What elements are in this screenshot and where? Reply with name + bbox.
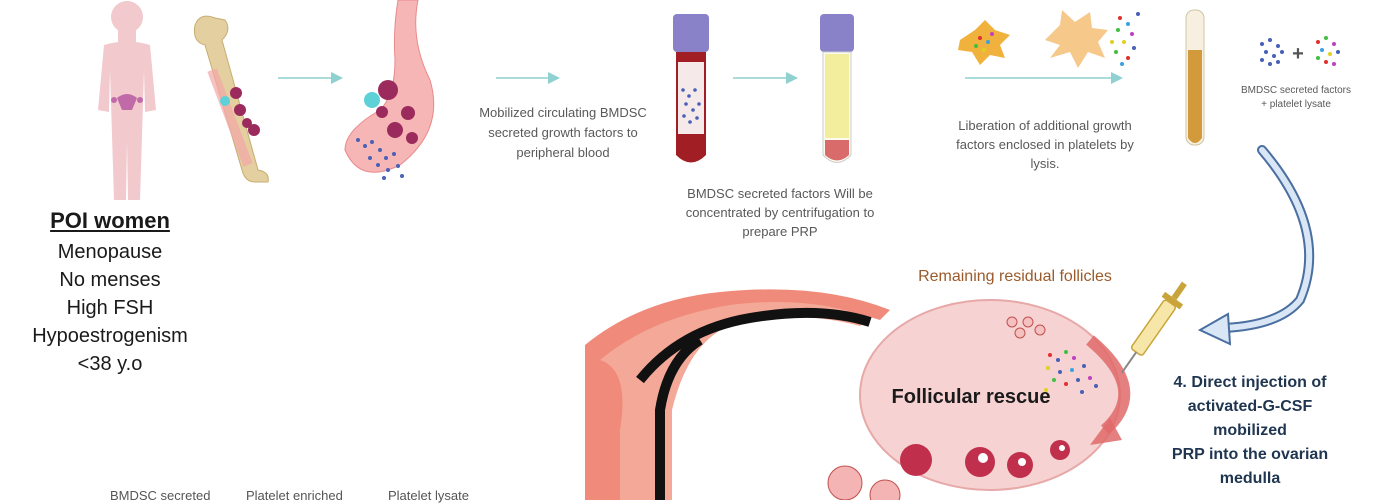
poi-title: POI women <box>50 208 170 233</box>
rescue-arrow-icon <box>1086 335 1131 435</box>
bottom-label-platelet-lysate: Platelet lysate <box>388 488 469 503</box>
follicular-rescue-label: Follicular rescue <box>891 386 1051 408</box>
lysis-caption: Liberation of additional growth factors … <box>956 118 1134 171</box>
injected-factors-icon <box>1044 350 1098 394</box>
poi-criteria-list: Menopause No menses High FSH Hypoestroge… <box>20 238 200 378</box>
criteria-item: Menopause <box>57 241 163 263</box>
injection-label: 4. Direct injection of activated-G-CSF m… <box>1171 374 1329 487</box>
ovary-icon <box>827 299 1131 500</box>
uterus-icon <box>111 94 143 110</box>
criteria-item: No menses <box>59 269 161 291</box>
blood-vessel-icon <box>344 0 435 180</box>
secreted-factors-icon <box>1260 38 1284 66</box>
activated-platelet-icon <box>1045 10 1140 68</box>
residual-follicles-label: Remaining residual follicles <box>918 268 1112 285</box>
bottom-label-bmdsc: BMDSC secreted <box>110 488 211 503</box>
follicle-icon <box>827 440 1070 500</box>
uterus-anatomy-icon <box>585 289 890 500</box>
blood-tube-icon <box>673 14 709 163</box>
criteria-item: Hypoestrogenism <box>32 325 188 347</box>
bottom-label-platelet-enriched: Platelet enriched <box>246 488 343 503</box>
plus-sign: + <box>1292 43 1304 65</box>
prp-tube-icon <box>820 14 854 163</box>
combined-factors-caption: BMDSC secreted factors + platelet lysate <box>1240 85 1352 110</box>
centrifugation-caption: BMDSC secreted factors Will be concentra… <box>685 186 875 239</box>
lysate-tube-icon <box>1185 9 1205 146</box>
woman-silhouette-icon <box>98 1 156 200</box>
growth-factors-icon <box>1316 36 1340 66</box>
femur-bone-icon <box>194 15 269 183</box>
criteria-item: High FSH <box>66 297 154 319</box>
criteria-item: <38 y.o <box>77 353 143 375</box>
platelet-icon <box>958 20 1010 65</box>
syringe-icon <box>1121 281 1187 374</box>
mobilization-caption: Mobilized circulating BMDSC secreted gro… <box>479 105 647 160</box>
